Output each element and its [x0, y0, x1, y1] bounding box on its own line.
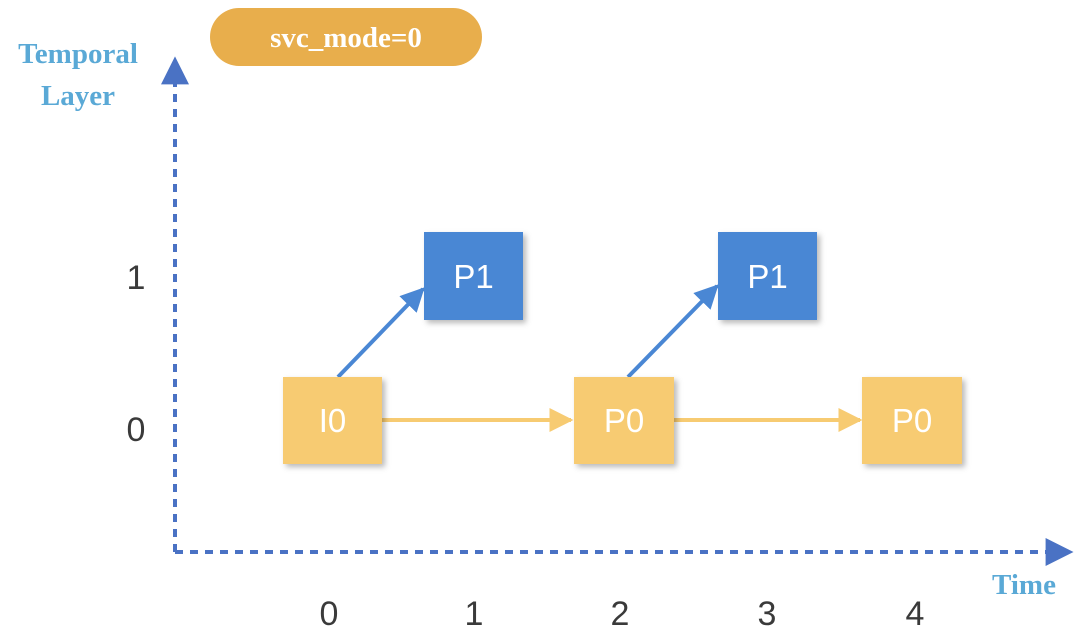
frame-p1-t3: P1 — [718, 232, 817, 320]
x-axis-title: Time — [992, 569, 1056, 601]
frame-p0-t2: P0 — [574, 377, 674, 464]
frame-box — [424, 232, 523, 320]
x-tick-label: 3 — [758, 595, 777, 633]
frame-box — [862, 377, 962, 464]
reference-arrows — [336, 284, 863, 432]
x-tick-label: 1 — [465, 595, 484, 633]
frame-label: P0 — [604, 402, 644, 439]
frame-label: P1 — [453, 258, 493, 295]
x-tick-label: 4 — [906, 595, 925, 633]
frame-i0: I0 — [283, 377, 382, 464]
frame-p1-t1: P1 — [424, 232, 523, 320]
x-tick-label: 0 — [320, 595, 339, 633]
mode-badge-label: svc_mode=0 — [270, 22, 422, 54]
frame-box — [283, 377, 382, 464]
y-axis-title-line-2: Layer — [41, 80, 115, 112]
mode-badge: svc_mode=0 — [210, 8, 482, 66]
mode-badge-background — [210, 8, 482, 66]
frame-p0-t4: P0 — [862, 377, 962, 464]
frame-box — [574, 377, 674, 464]
frame-label: P0 — [892, 402, 932, 439]
y-tick-label: 0 — [127, 411, 146, 449]
reference-arrow-p0-to-p1 — [626, 284, 719, 379]
x-tick-label: 2 — [611, 595, 630, 633]
frame-label: I0 — [319, 402, 347, 439]
frame-label: P1 — [747, 258, 787, 295]
y-axis-title-line-1: Temporal — [18, 38, 138, 70]
reference-arrow-i0-to-p1 — [336, 287, 425, 379]
frame-box — [718, 232, 817, 320]
y-tick-label: 1 — [127, 259, 146, 297]
